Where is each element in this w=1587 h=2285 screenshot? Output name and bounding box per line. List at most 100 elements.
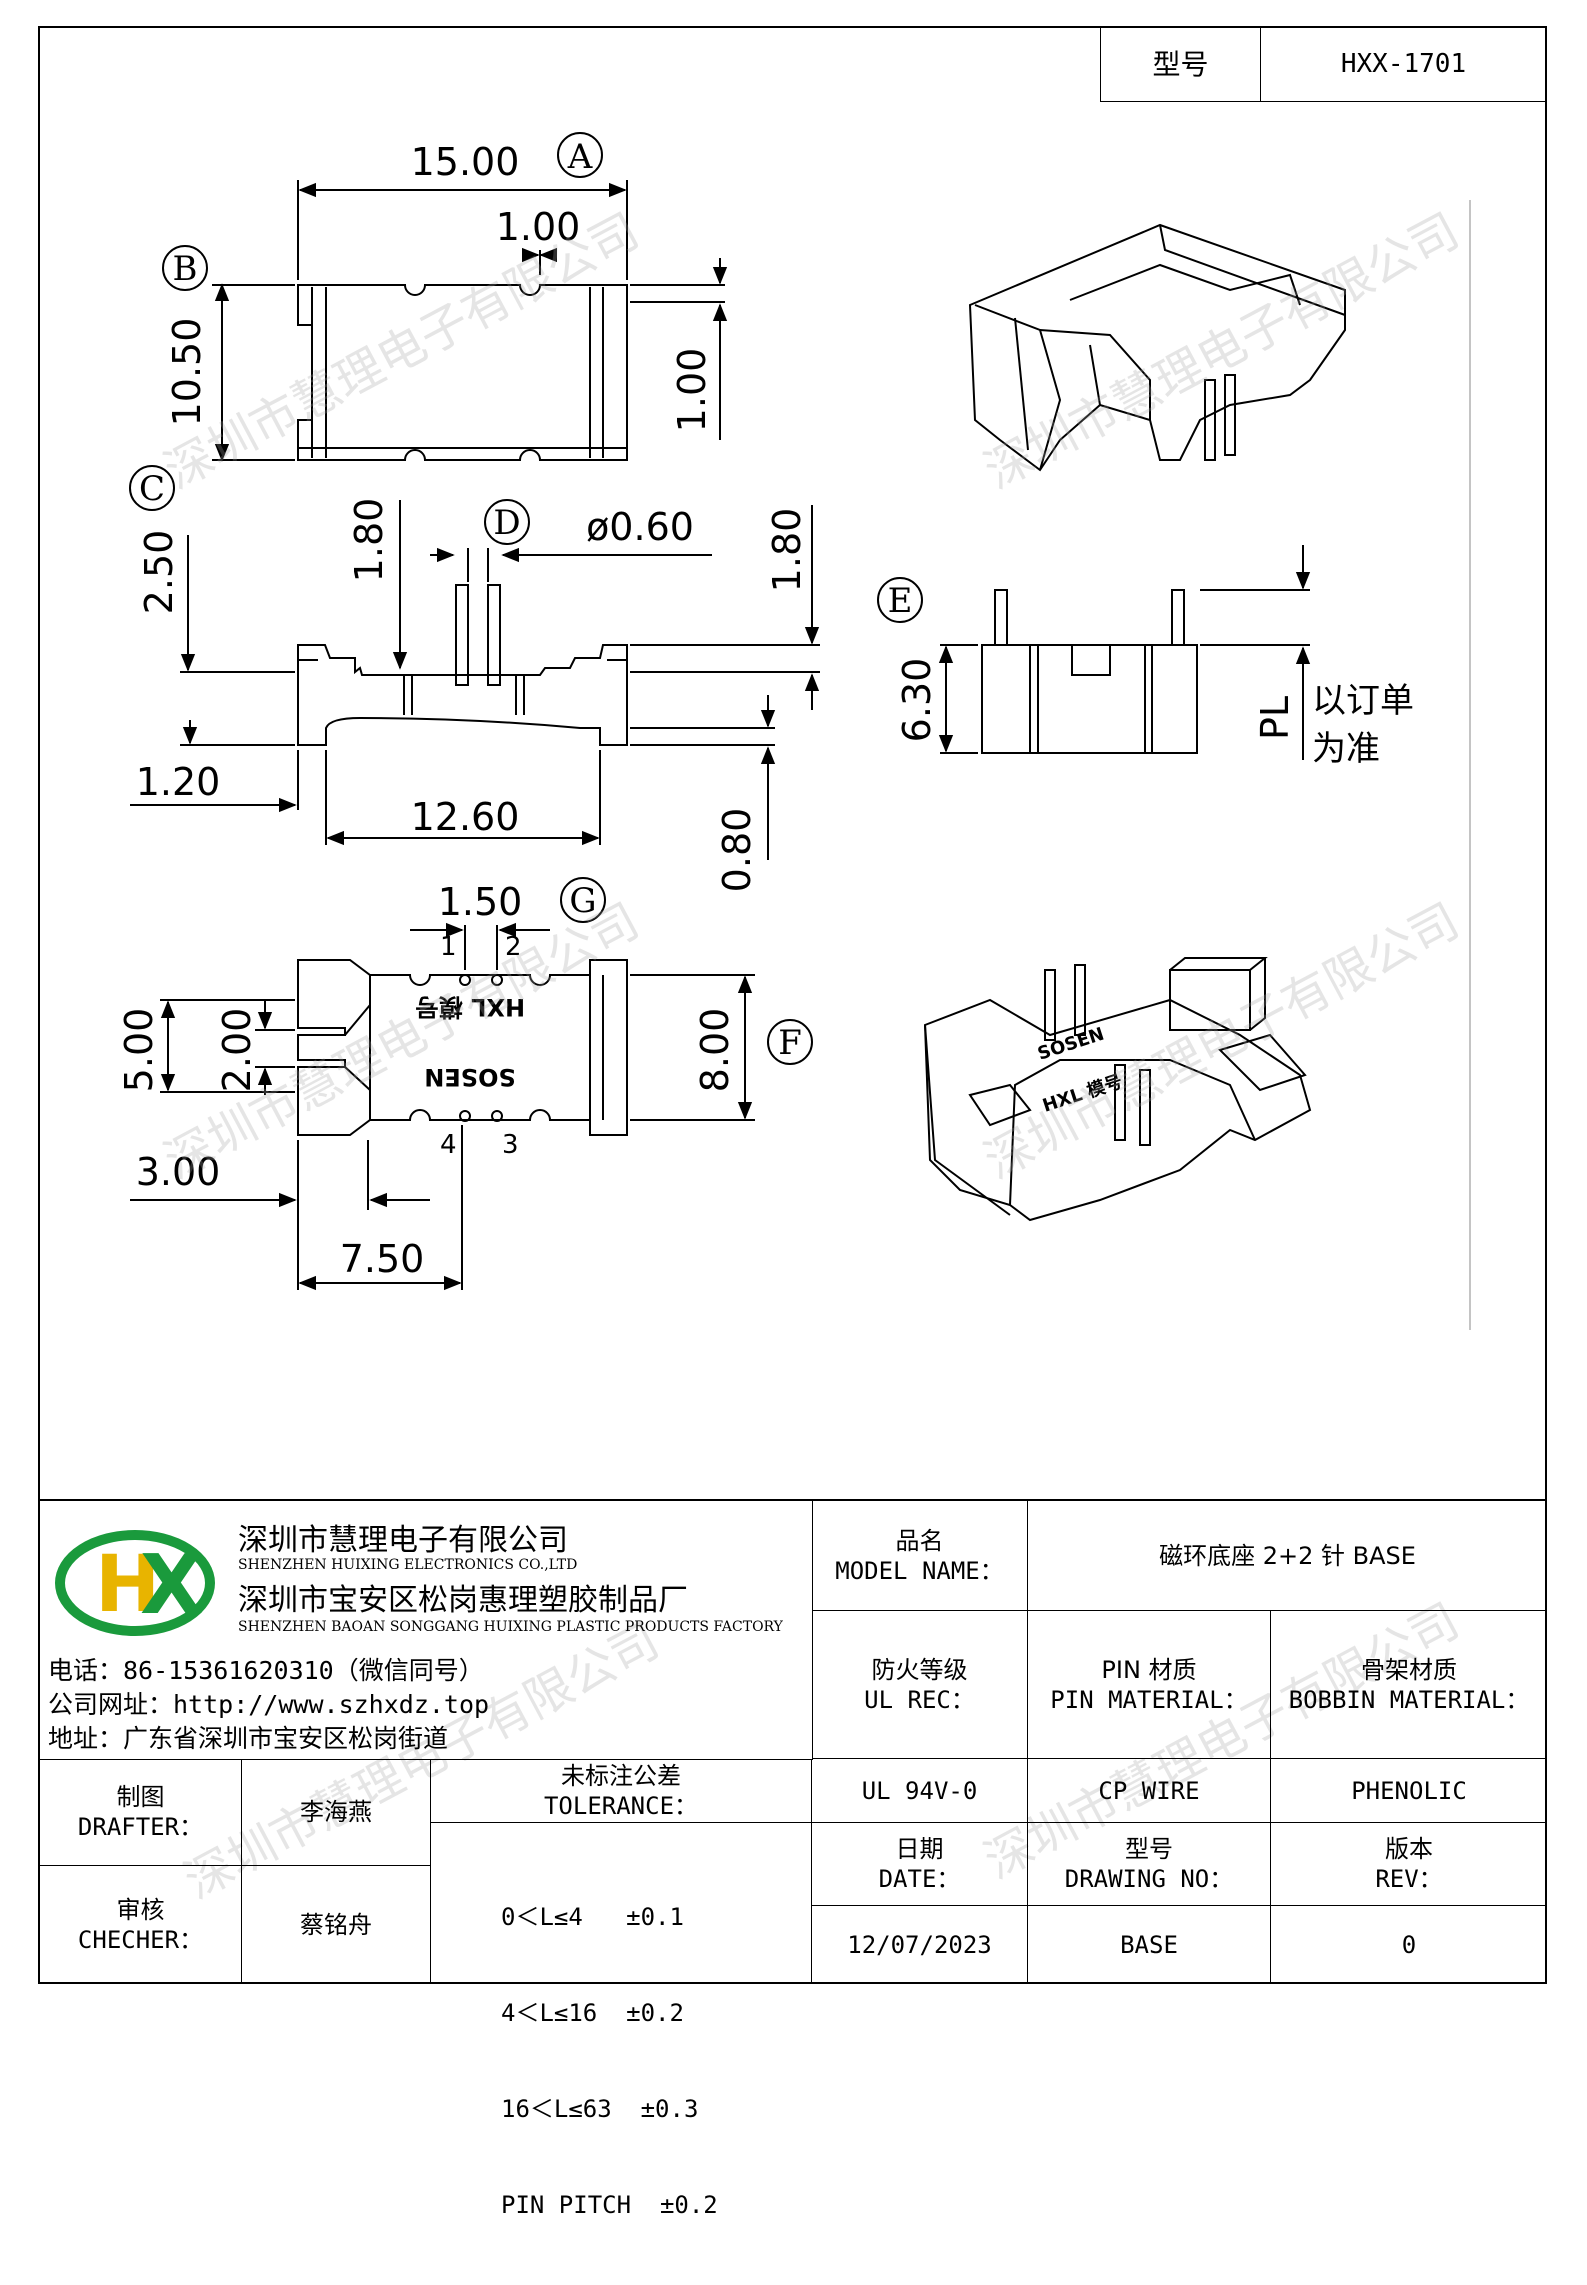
- side-view: [938, 545, 1311, 760]
- callout-e: E: [888, 581, 913, 621]
- pin-1-label: 1: [440, 932, 457, 962]
- bobbin-material-en: BOBBIN MATERIAL：: [1288, 1685, 1530, 1714]
- dim-a-slot: 1.00: [496, 205, 581, 249]
- drawing-no-label: 型号 DRAWING NO：: [1028, 1823, 1271, 1906]
- dim-d-dia: ø0.60: [586, 505, 694, 549]
- tolerance-en: TOLERANCE：: [543, 1791, 699, 1820]
- logo-letter-h: H: [95, 1540, 160, 1630]
- checker-en: CHECHER：: [77, 1926, 204, 1954]
- dim-c-pin: 1.80: [347, 498, 391, 583]
- front-view: [130, 500, 820, 860]
- company-name-en: SHENZHEN HUIXING ELECTRONICS CO.,LTD: [238, 1557, 578, 1573]
- drawing-no-cn: 型号: [1125, 1835, 1173, 1863]
- bobbin-material-label: 骨架材质 BOBBIN MATERIAL：: [1271, 1611, 1547, 1759]
- tolerance-line-4: PIN PITCH ±0.2: [501, 2191, 718, 2219]
- company-logo: H X: [55, 1530, 215, 1636]
- dim-f-h3: 8.00: [693, 1008, 737, 1093]
- model-name-value: 磁环底座 2+2 针 BASE: [1028, 1501, 1547, 1611]
- pin-material-en: PIN MATERIAL：: [1050, 1685, 1248, 1714]
- ul-en: UL REC：: [864, 1685, 975, 1714]
- checker-value: 蔡铭舟: [242, 1866, 431, 1984]
- tolerance-label: 未标注公差 TOLERANCE：: [431, 1759, 812, 1823]
- checker-label: 审核 CHECHER：: [40, 1866, 242, 1984]
- callout-d: D: [493, 503, 520, 543]
- company-address: 地址：广东省深圳市宝安区松岗街道: [48, 1724, 449, 1753]
- drafter-cn: 制图: [116, 1783, 165, 1811]
- technical-drawing: A B C D E F G 15.00 1.00 10.50 1.00 2.50…: [117, 132, 1471, 1330]
- mark-sosen: SOSEN: [424, 1063, 515, 1091]
- factory-name-en: SHENZHEN BAOAN SONGGANG HUIXING PLASTIC …: [238, 1619, 783, 1635]
- dim-b-right: 1.00: [670, 348, 714, 433]
- date-value: 12/07/2023: [812, 1906, 1028, 1984]
- iso-bottom-view: [923, 957, 1312, 1222]
- rev-en: REV：: [1375, 1865, 1443, 1893]
- bottom-view: [130, 922, 755, 1291]
- rev-cn: 版本: [1385, 1835, 1433, 1863]
- callout-f: F: [778, 1023, 802, 1063]
- iso-mark-hxl: HXL 模号: [1040, 1070, 1125, 1116]
- dim-e-note2: 为准: [1312, 729, 1380, 769]
- rev-value: 0: [1401, 1931, 1417, 1959]
- dim-d-right: 1.80: [765, 508, 809, 593]
- tolerance-list: 0＜L≤4 ±0.1 4＜L≤16 ±0.2 16＜L≤63 ±0.3 PIN …: [431, 1823, 812, 2219]
- mark-hxl: HXL 模号: [415, 993, 525, 1021]
- checker-cn: 审核: [116, 1896, 165, 1924]
- drawing-no-en: DRAWING NO：: [1064, 1865, 1234, 1893]
- drawing-no-value: BASE: [1028, 1906, 1271, 1984]
- pin-4-label: 4: [440, 1130, 457, 1160]
- callouts: [129, 132, 923, 1065]
- bobbin-material-value: PHENOLIC: [1271, 1759, 1547, 1823]
- dim-f-h1: 5.00: [117, 1008, 161, 1093]
- dim-e-pl: PL: [1253, 696, 1297, 740]
- model-name-cn: 品名: [895, 1526, 944, 1555]
- title-block: H X 深圳市慧理电子有限公司 SHENZHEN HUIXING ELECTRO…: [38, 1499, 1547, 2219]
- drafter-en: DRAFTER：: [77, 1813, 204, 1841]
- model-name-label: 品名 MODEL NAME：: [812, 1501, 1028, 1611]
- callout-g: G: [569, 881, 596, 921]
- date-cn: 日期: [895, 1835, 944, 1863]
- pin-material-value: CP WIRE: [1028, 1759, 1271, 1823]
- pin-material-cn: PIN 材质: [1101, 1655, 1197, 1684]
- dim-f-w1: 3.00: [136, 1150, 221, 1194]
- rev-label: 版本 REV：: [1271, 1823, 1547, 1906]
- date-label: 日期 DATE：: [812, 1823, 1028, 1906]
- dim-c-gap: 0.80: [715, 808, 759, 893]
- header-model-box: 型号 HXX-1701: [1100, 26, 1547, 102]
- ul-value: UL 94V-0: [812, 1759, 1028, 1823]
- logo-letter-x: X: [140, 1538, 203, 1633]
- dim-c-span: 12.60: [411, 795, 520, 839]
- tolerance-cn: 未标注公差: [561, 1761, 681, 1790]
- drafter-value: 李海燕: [242, 1759, 431, 1866]
- dim-b-height: 10.50: [165, 318, 209, 427]
- company-website: 公司网址：http://www.szhxdz.top: [48, 1690, 490, 1719]
- company-phone: 电话：86-15361620310（微信同号）: [48, 1656, 484, 1685]
- factory-name-cn: 深圳市宝安区松岗惠理塑胶制品厂: [238, 1583, 688, 1618]
- iso-top-view: [968, 223, 1346, 472]
- dim-f-h2: 2.00: [215, 1008, 259, 1093]
- tolerance-line-3: 16＜L≤63 ±0.3: [501, 2095, 699, 2123]
- dim-f-pitch: 1.50: [438, 880, 523, 924]
- dim-f-w2: 7.50: [340, 1237, 425, 1281]
- company-name-cn: 深圳市慧理电子有限公司: [238, 1523, 568, 1558]
- dim-e-height: 6.30: [895, 658, 939, 743]
- bobbin-material-cn: 骨架材质: [1361, 1655, 1457, 1684]
- ul-cn: 防火等级: [871, 1655, 968, 1684]
- callout-c: C: [139, 469, 165, 509]
- pin-material-label: PIN 材质 PIN MATERIAL：: [1028, 1611, 1271, 1759]
- dim-c-flange: 1.20: [136, 760, 221, 804]
- ul-label: 防火等级 UL REC：: [812, 1611, 1028, 1759]
- pin-3-label: 3: [502, 1130, 519, 1160]
- company-area: H X 深圳市慧理电子有限公司 SHENZHEN HUIXING ELECTRO…: [40, 1501, 813, 1760]
- tolerance-line-1: 0＜L≤4 ±0.1: [501, 1903, 684, 1931]
- top-view: [212, 180, 728, 462]
- dim-c-height: 2.50: [137, 530, 181, 615]
- dim-e-note1: 以订单: [1312, 681, 1414, 721]
- callout-a: A: [567, 137, 593, 177]
- pin-2-label: 2: [505, 932, 522, 962]
- header-model-value: HXX-1701: [1340, 48, 1467, 79]
- dim-a-width: 15.00: [411, 140, 520, 184]
- callout-b: B: [173, 249, 198, 289]
- model-name-en: MODEL NAME：: [835, 1556, 1004, 1585]
- tolerance-line-2: 4＜L≤16 ±0.2: [501, 1999, 684, 2027]
- drafter-label: 制图 DRAFTER：: [40, 1759, 242, 1866]
